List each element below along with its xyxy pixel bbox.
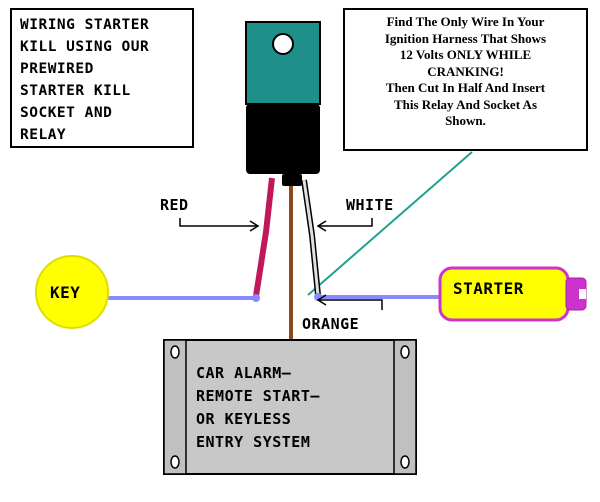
alarm-module xyxy=(163,339,417,475)
note-line: Find The Only Wire In Your xyxy=(386,14,545,29)
white-wire-inner xyxy=(302,179,320,296)
note-line: Ignition Harness That Shows xyxy=(384,30,547,46)
title-line: RELAY xyxy=(20,127,67,143)
relay-socket-plug xyxy=(282,174,302,186)
instruction-note: Find The Only Wire In Your Ignition Harn… xyxy=(343,8,588,151)
note-line: Then Cut In Half And Insert xyxy=(385,80,546,95)
white-arrow xyxy=(316,218,373,232)
title-line: WIRING STARTER xyxy=(20,17,150,33)
title-line: STARTER KILL xyxy=(20,83,131,99)
note-line: 12 Volts ONLY WHILE xyxy=(399,47,532,62)
red-arrow xyxy=(179,218,260,232)
mount-hole-tr xyxy=(400,345,410,359)
note-line: Shown. xyxy=(445,113,486,128)
module-line: CAR ALARM— xyxy=(196,364,292,382)
relay-mounting-hole xyxy=(272,33,294,55)
red-wire-label: RED xyxy=(160,196,189,214)
white-wire-label: WHITE xyxy=(346,196,394,214)
orange-wire-label: ORANGE xyxy=(302,315,360,333)
red-wire-joint xyxy=(252,294,260,302)
relay xyxy=(245,21,321,186)
module-line: OR KEYLESS xyxy=(196,410,292,428)
orange-arrow xyxy=(316,294,383,310)
note-line: CRANKING! xyxy=(427,63,504,79)
alarm-module-text: CAR ALARM— REMOTE START— OR KEYLESS ENTR… xyxy=(196,362,396,454)
pointer-line xyxy=(307,151,473,296)
mount-hole-bl xyxy=(170,455,180,469)
module-line: REMOTE START— xyxy=(196,387,320,405)
key-circle xyxy=(35,255,109,329)
title-line: SOCKET AND xyxy=(20,105,113,121)
title-box: WIRING STARTER KILL USING OUR PREWIRED S… xyxy=(10,8,194,148)
key-label: KEY xyxy=(50,283,81,302)
title-line: KILL USING OUR xyxy=(20,39,150,55)
title-line: PREWIRED xyxy=(20,61,94,77)
note-line: This Relay And Socket As xyxy=(393,96,538,112)
mount-hole-tl xyxy=(170,345,180,359)
mount-hole-br xyxy=(400,455,410,469)
relay-bottom xyxy=(246,104,320,174)
red-wire xyxy=(253,177,275,297)
module-line: ENTRY SYSTEM xyxy=(196,433,311,451)
starter-label: STARTER xyxy=(453,279,524,298)
starter-motor xyxy=(438,266,587,322)
